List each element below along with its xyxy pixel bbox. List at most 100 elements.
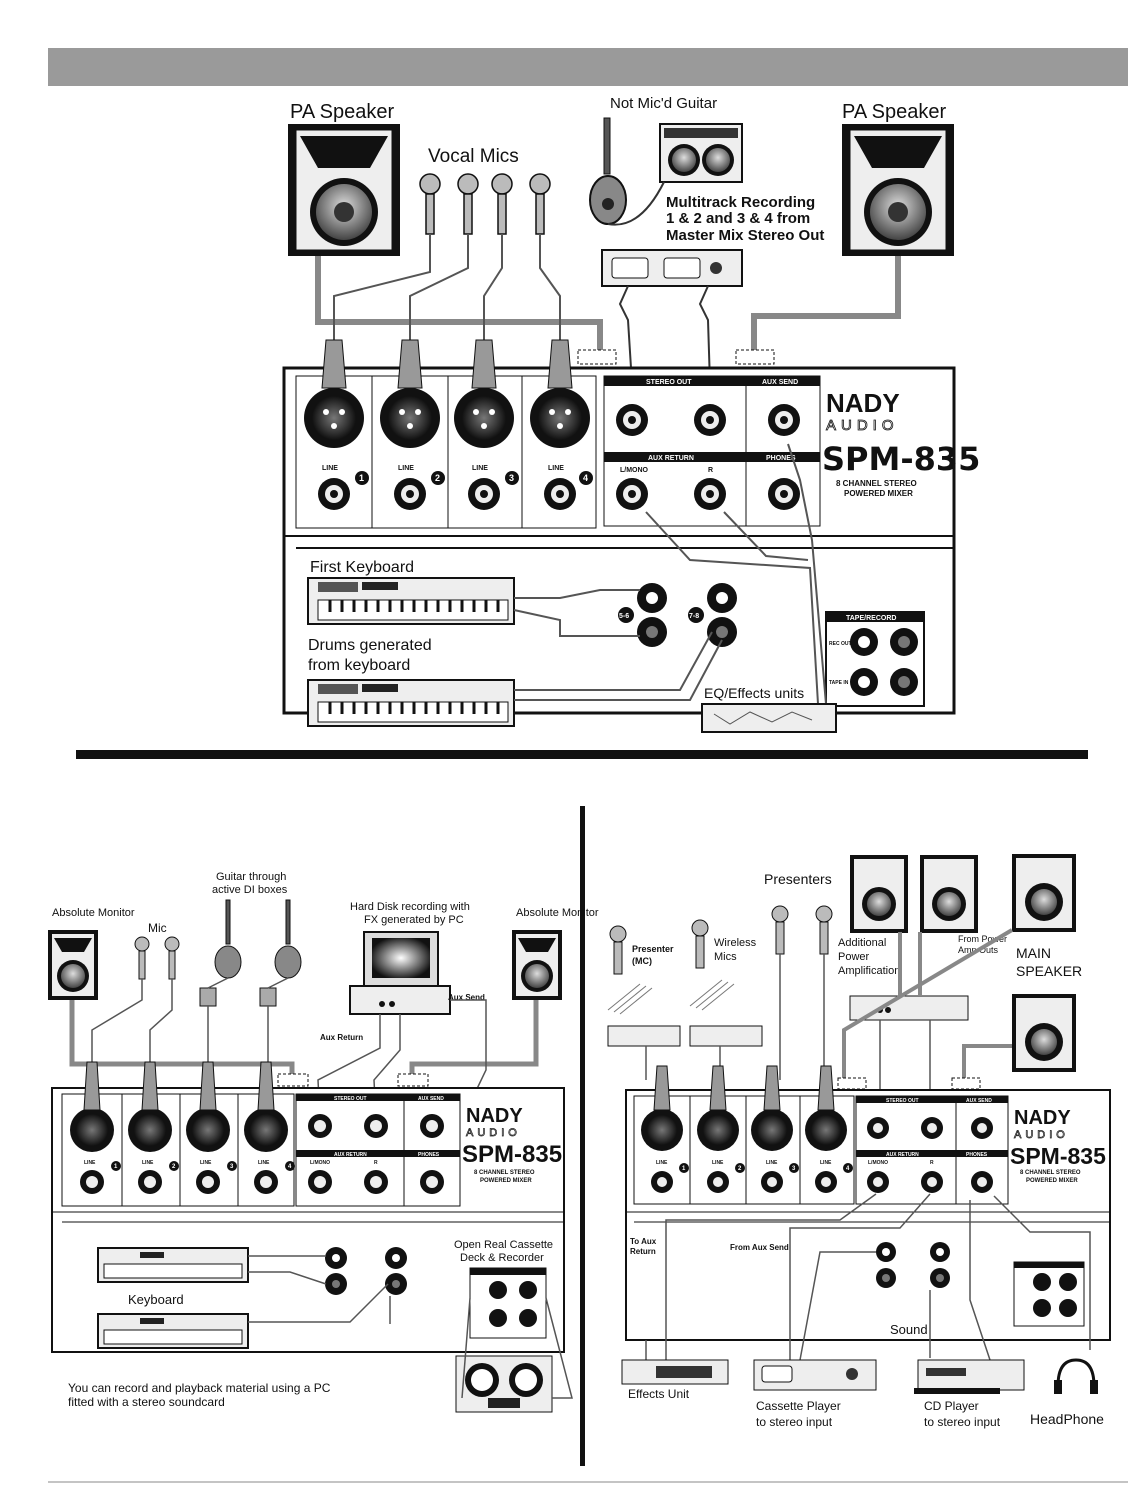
pa-speaker-right — [842, 124, 954, 256]
keyboard-label: Keyboard — [128, 1292, 184, 1307]
wireless-mics-label-2: Mics — [714, 951, 737, 963]
stereo-out-label: STEREO OUT — [886, 1098, 919, 1104]
wireless-receiver-icon — [607, 1025, 763, 1047]
guitar-cable — [607, 181, 665, 226]
monitor-speaker-left — [48, 930, 98, 1000]
xlr-input-icon — [70, 1108, 288, 1152]
top-diagram: PA Speaker PA Speaker Vocal Mics — [282, 95, 980, 733]
additional-amp-label-3: Amplification — [838, 965, 900, 977]
line-jack-icon — [651, 1117, 993, 1193]
channel-number: 1 — [359, 473, 364, 483]
model-label: SPM-835 — [822, 440, 980, 478]
stereo-out-label: STEREO OUT — [334, 1096, 367, 1102]
aux-send-label: AUX SEND — [966, 1098, 992, 1104]
brand-audio: AUDIO — [826, 417, 899, 434]
tape-in-label: TAPE IN — [829, 680, 849, 686]
xlr-input-icon — [641, 1109, 847, 1151]
recorder-cable — [618, 285, 711, 385]
channel-number: 2 — [172, 1164, 176, 1170]
headphone-icon — [1054, 1358, 1098, 1394]
line-label: LINE — [472, 465, 488, 472]
lmono-label: L/MONO — [620, 467, 649, 474]
headphone-label: HeadPhone — [1030, 1411, 1104, 1427]
ch-5-6-label: 5-6 — [619, 613, 629, 620]
line-label: LINE — [820, 1160, 832, 1166]
guitar-cable — [207, 977, 289, 1070]
pa-speaker-right-label: PA Speaker — [842, 101, 946, 123]
tape-record-label: TAPE/RECORD — [846, 615, 896, 622]
recording-note-line-2: 1 & 2 and 3 & 4 from — [666, 210, 810, 227]
to-aux-return-label-1: To Aux — [630, 1237, 657, 1246]
rca-group-badge — [618, 607, 704, 623]
eq-effects-label: EQ/Effects units — [704, 685, 804, 701]
monitor-cable — [69, 1000, 539, 1080]
r-label: R — [930, 1160, 934, 1166]
effects-cable — [645, 443, 827, 705]
line-label: LINE — [398, 465, 414, 472]
cd-player-label-2: to stereo input — [924, 1415, 1001, 1429]
computer-icon — [349, 931, 451, 1015]
guitar-icon — [214, 899, 302, 979]
effects-unit-label: Effects Unit — [628, 1387, 690, 1401]
microphone-icon — [134, 936, 180, 980]
model-label: SPM-835 — [1010, 1143, 1106, 1169]
keyboard-cable — [513, 589, 723, 701]
speaker-cable — [842, 928, 1014, 1078]
microphone-icon — [419, 173, 551, 235]
line-label: LINE — [84, 1160, 96, 1166]
pc-note-1: You can record and playback material usi… — [68, 1381, 331, 1395]
additional-amp-label-1: Additional — [838, 937, 886, 949]
pc-note-2: fitted with a stereo soundcard — [68, 1395, 225, 1409]
additional-amp-label-2: Power — [838, 951, 870, 963]
absolute-monitor-left-label-1: Absolute Monitor — [52, 907, 135, 919]
section-divider — [76, 750, 1088, 759]
mixer-subtitle-1: 8 CHANNEL STEREO — [1020, 1170, 1081, 1176]
aux-return-label: AUX RETURN — [334, 1152, 367, 1158]
keyboard-icon — [307, 679, 515, 727]
brand-audio: AUDIO — [1014, 1129, 1069, 1141]
channel-number: 4 — [846, 1166, 850, 1172]
aux-return-label: AUX RETURN — [648, 455, 694, 462]
mic-cable — [91, 979, 173, 1070]
cassette-label-1: Open Real Cassette — [454, 1239, 553, 1251]
mic-cable — [645, 954, 931, 1110]
r-label: R — [374, 1160, 378, 1166]
xlr-input-icon — [304, 388, 590, 448]
rca-jack-icon — [876, 1242, 950, 1288]
pa-speaker-left — [288, 124, 400, 256]
from-power-label-1: From Power — [958, 934, 1007, 944]
phones-label: PHONES — [766, 455, 796, 462]
line-label: LINE — [322, 465, 338, 472]
guitar-label-2: active DI boxes — [212, 884, 288, 896]
r-label: R — [708, 467, 713, 474]
presenter-mc-label-1: Presenter — [632, 944, 674, 954]
lmono-label: L/MONO — [310, 1160, 330, 1166]
channel-number: 1 — [682, 1166, 686, 1172]
monitor-speaker-right — [512, 930, 562, 1000]
keyboard-icon — [307, 577, 515, 625]
presenter-mc-label-2: (MC) — [632, 956, 652, 966]
cassette-player-label-1: Cassette Player — [756, 1399, 841, 1413]
cassette-player-label-2: to stereo input — [756, 1415, 833, 1429]
channel-number: 4 — [288, 1164, 292, 1170]
xlr-plug-icon — [653, 1065, 835, 1111]
presenters-label: Presenters — [764, 871, 832, 887]
line-label: LINE — [656, 1160, 668, 1166]
column-divider — [580, 806, 585, 1466]
line-label: LINE — [200, 1160, 212, 1166]
aux-send-label: AUX SEND — [762, 379, 798, 386]
channel-number-badge — [111, 1161, 295, 1171]
aux-return-label: AUX RETURN — [886, 1152, 919, 1158]
main-speaker-label-1: MAIN — [1016, 945, 1051, 961]
brand-nady: NADY — [466, 1105, 523, 1127]
xlr-plug-icon — [83, 1061, 275, 1111]
eq-effects-unit-icon — [701, 703, 837, 733]
tape-record-panel — [1013, 1261, 1085, 1327]
microphone-icon — [609, 905, 833, 975]
channel-number: 2 — [738, 1166, 742, 1172]
channel-number-badge — [355, 471, 593, 485]
first-keyboard-label: First Keyboard — [310, 559, 414, 576]
mic-label: Mic — [148, 921, 167, 935]
recording-note-line-1: Multitrack Recording — [666, 194, 815, 211]
